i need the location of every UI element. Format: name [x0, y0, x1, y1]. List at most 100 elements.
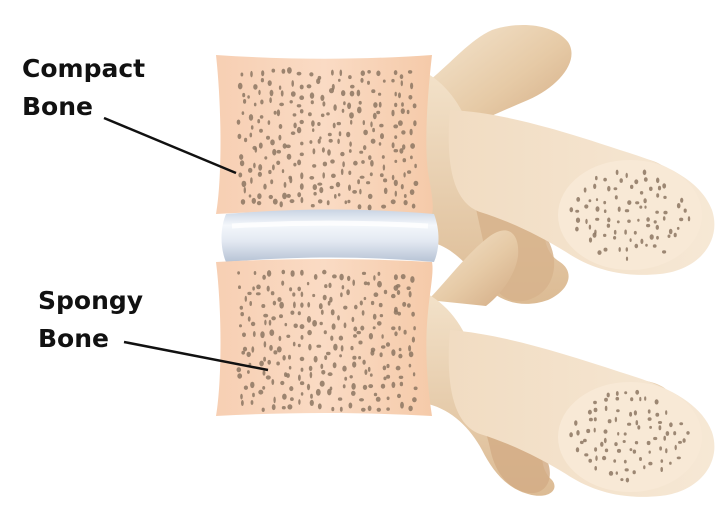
bone-pore [358, 100, 362, 105]
bone-pore [243, 99, 247, 104]
bone-pore [347, 275, 351, 282]
bone-pore [270, 179, 274, 185]
compact-bone-pores [236, 67, 419, 211]
bone-pore [276, 160, 281, 165]
bone-pore [258, 164, 263, 171]
bone-pore [663, 210, 668, 215]
bone-pore [393, 274, 398, 281]
bone-pore [373, 275, 376, 281]
bone-pore [350, 84, 355, 89]
bone-pore [310, 393, 313, 399]
bone-pore [394, 102, 398, 108]
bone-pore [627, 422, 632, 426]
bone-pore [398, 120, 403, 126]
bone-pore [289, 176, 293, 184]
bone-pore [662, 216, 666, 221]
bone-pore [321, 147, 325, 153]
bone-pore [412, 372, 416, 377]
bone-pore [667, 234, 671, 238]
bone-pore [615, 396, 620, 401]
bone-pore [583, 187, 587, 193]
bone-pore [584, 204, 589, 209]
bone-pore [292, 292, 296, 297]
bone-pore [293, 323, 298, 329]
bone-pore [376, 407, 381, 412]
bone-pore [296, 104, 302, 108]
bone-pore [403, 172, 406, 178]
bone-pore [669, 422, 673, 428]
bone-pore [676, 226, 680, 230]
bone-pore [380, 345, 386, 349]
bone-pore [317, 403, 322, 410]
bone-pore [244, 137, 248, 143]
bone-pore [394, 135, 398, 140]
bone-pore [359, 300, 363, 306]
bone-pore [249, 301, 252, 306]
bone-pore [617, 206, 621, 212]
bone-pore [322, 161, 328, 167]
bone-pore [348, 149, 352, 153]
bone-pore [381, 204, 387, 209]
compact-bone-label-line1: Compact [22, 54, 146, 83]
bone-pore [263, 313, 269, 318]
bone-pore [625, 256, 629, 261]
bone-pore [248, 114, 254, 121]
bone-pore [639, 191, 644, 195]
bone-pore [395, 365, 401, 371]
bone-pore [244, 295, 247, 302]
bone-pore [343, 322, 347, 329]
bone-pore [614, 195, 618, 200]
bone-pore [370, 138, 376, 144]
bone-pore [383, 187, 388, 194]
bone-pore [269, 344, 273, 351]
bone-pore [381, 334, 384, 339]
bone-pore [400, 274, 406, 280]
bone-pore [408, 363, 412, 368]
bone-pore [340, 168, 344, 175]
bone-pore [394, 91, 397, 97]
bone-pore [261, 304, 266, 308]
bone-pore [624, 468, 629, 472]
bone-pore [654, 399, 659, 405]
bone-pore [369, 172, 373, 177]
bone-pore [380, 133, 384, 140]
bone-pore [410, 155, 413, 160]
bone-pore [604, 448, 609, 453]
bone-pore [322, 101, 326, 107]
bone-pore [337, 138, 340, 144]
bone-pore [289, 287, 293, 292]
bone-pore [273, 110, 277, 115]
bone-pore [293, 162, 297, 167]
bone-pore [413, 120, 417, 127]
bone-pore [367, 204, 372, 211]
bone-pore [239, 324, 242, 328]
bone-pore [268, 169, 272, 175]
bone-pore [262, 370, 266, 376]
bone-pore [398, 347, 402, 352]
bone-pore [622, 440, 626, 443]
bone-pore [383, 178, 388, 183]
bone-pore [308, 112, 312, 117]
bone-pore [367, 405, 372, 412]
bone-pore [282, 192, 287, 200]
bone-pore [356, 330, 362, 335]
bone-pore [319, 380, 325, 387]
bone-pore [262, 274, 266, 280]
bone-pore [257, 119, 261, 124]
bone-pore [352, 361, 357, 368]
bone-pore [312, 293, 316, 298]
bone-pore [402, 144, 406, 150]
bone-pore [658, 425, 662, 431]
bone-pore [632, 449, 637, 454]
bone-pore [357, 204, 362, 210]
bone-pore [309, 92, 315, 99]
bone-pore [322, 294, 327, 301]
bone-pore [337, 397, 343, 401]
bone-pore [616, 409, 620, 413]
bone-pore [362, 359, 366, 365]
bone-pore [317, 122, 321, 126]
bone-pore [250, 321, 256, 327]
bone-pore [588, 458, 592, 463]
bone-pore [368, 333, 373, 340]
